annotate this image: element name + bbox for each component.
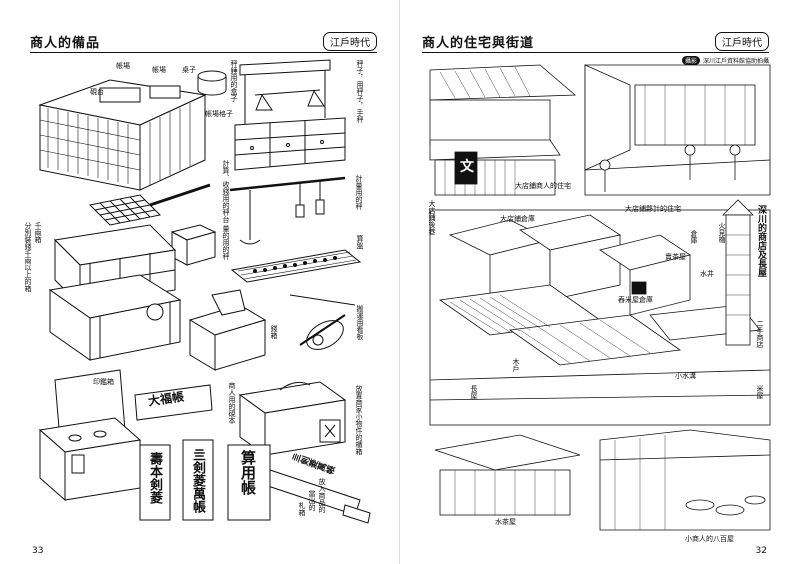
signboard-3: [182, 439, 214, 521]
label-well: 水井: [700, 270, 714, 278]
label-measure: 量的用的秤: [222, 225, 230, 260]
photo-credit: 攝影深川江戶資料館協助拍攝: [681, 56, 769, 65]
label-tea-house: 水茶屋: [495, 518, 516, 526]
label-rice-shop: 舂米屋倉庫: [618, 296, 653, 304]
label-storehouse: 倉庫: [690, 230, 698, 244]
label-goods-stand: 放置商家小物件的櫃箱: [355, 385, 363, 455]
label-ledger-partition: 帳場格子: [205, 110, 233, 118]
page-title: 商人的備品: [30, 36, 101, 51]
signboard-4: [227, 444, 271, 521]
label-scale: 秤子，用秤子，手秤: [356, 60, 364, 123]
shop-interior-drawing: [584, 64, 771, 196]
label-scale-box: 秤錘用的盒子: [230, 60, 238, 102]
label-fire-tower: 火見櫓: [718, 222, 726, 243]
scale-cabinet-drawing: [234, 59, 346, 171]
credit-text: 深川江戶資料館協助拍攝: [702, 58, 769, 65]
label-stable: 賣茶屋: [665, 253, 686, 261]
right-page-header: 商人的住宅與街道 江戶時代: [422, 30, 769, 53]
label-ledger1: 帳場: [116, 62, 130, 70]
label-price-tag2: 當出的: [308, 490, 316, 511]
page-title: 商人的住宅與街道: [422, 36, 535, 51]
label-counter: 計算、收錢用的秤台: [222, 160, 230, 223]
label-seal-box: 印鑑箱: [93, 378, 114, 386]
signboard-1: [134, 384, 213, 421]
storage-chest-drawing: [238, 381, 347, 456]
era-badge: 江戶時代: [323, 32, 377, 51]
signboard-text-3: 亖剣菱萬帳: [190, 448, 205, 513]
label-assistant-house: 大店鋪夥計的住宅: [625, 205, 681, 213]
greengrocer-drawing: [599, 429, 771, 531]
right-page: 商人的住宅與街道 江戶時代 攝影深川江戶資料館協助拍攝: [400, 0, 799, 564]
abacus-drawing: [230, 249, 362, 283]
lantern-holder-drawing: [289, 294, 356, 350]
label-counter-tool: 計量用的秤: [355, 175, 363, 210]
label-ink-board: 商人用的硯本: [228, 382, 236, 424]
merchant-house-drawing: [429, 64, 577, 196]
merchant-equipment-illustration: [38, 59, 371, 524]
sieve-drawing: [88, 183, 211, 226]
coin-box-drawing: [188, 289, 267, 371]
street-overview-drawing: [429, 199, 771, 426]
left-page: 商人的備品 江戶時代: [24, 0, 400, 564]
label-big-shop: 大店鋪倉庫: [500, 215, 535, 223]
ledger-desk-drawing: [38, 79, 207, 191]
label-signboard-note: 搬運用看板: [356, 305, 364, 340]
seal-box-drawing: [38, 369, 142, 502]
signboard-text-1: 大福帳: [147, 389, 185, 409]
label-store: 米屋: [756, 385, 764, 399]
label-inkstone: 硯台: [90, 88, 104, 96]
label-shop2: 二手商店: [756, 320, 764, 348]
label-tenement: 長屋: [470, 385, 478, 399]
label-price-tag3: 札箱: [298, 502, 306, 516]
label-ledger2: 帳場: [152, 66, 166, 74]
label-alley: 大店鋪後巷: [428, 200, 436, 235]
label-side: 深川的商店及長屋: [756, 205, 766, 277]
label-abacus: 算盤: [356, 235, 364, 249]
label-money-box-note: 分別裝錢千兩以上的箱: [24, 222, 32, 292]
label-greengrocer: 小商人的八百屋: [685, 535, 734, 543]
label-money-box: 千兩箱: [34, 222, 42, 243]
label-canal: 小水溝: [675, 372, 696, 380]
page-number: 33: [32, 546, 44, 556]
signboard-2: [139, 444, 171, 521]
balance-scale-drawing: [229, 176, 346, 245]
era-badge: 江戶時代: [715, 32, 769, 51]
credit-badge: 攝影: [681, 56, 700, 65]
signboard-text-4: 算用帳: [239, 450, 257, 495]
left-page-header: 商人的備品 江戶時代: [30, 30, 377, 53]
label-coin-cutter: 錢箱: [270, 325, 278, 339]
teahouse-drawing: [434, 434, 581, 516]
label-desk: 桌子: [182, 66, 196, 74]
money-chest-drawing: [48, 224, 182, 361]
label-merchant-house: 大店鋪商人的住宅: [515, 182, 571, 190]
label-price-tag: 放入商品的: [318, 478, 326, 513]
signboard-text-2: 壽本剣菱: [147, 452, 162, 504]
page-number: 32: [755, 546, 767, 556]
street-illustration: [429, 64, 771, 531]
shop-crest: 文: [460, 159, 474, 175]
label-gate: 木戶: [512, 358, 520, 372]
